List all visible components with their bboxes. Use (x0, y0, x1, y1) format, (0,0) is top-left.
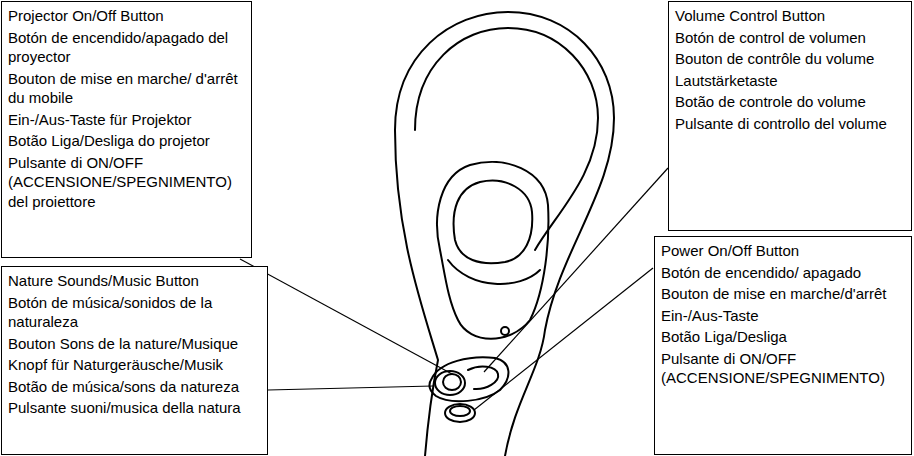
callout-text: Botón de encendido/ apagado (661, 263, 905, 283)
callout-text: Botão Liga/Desliga do projetor (8, 131, 245, 151)
callout-text: Ein-/Aus-Taste (661, 306, 905, 326)
callout-text: Volume Control Button (675, 6, 905, 26)
callout-box: Volume Control ButtonBotón de control de… (668, 1, 912, 231)
callout-text: Nature Sounds/Music Button (8, 271, 261, 291)
callout-text: Bouton de mise en marche/d'arrêt (661, 284, 905, 304)
callout-text: Botón de encendido/apagado del proyector (8, 28, 245, 67)
callout-text: Botão Liga/Desliga (661, 327, 905, 347)
callout-text: Botão de controle do volume (675, 92, 905, 112)
callout-text: Bouton Sons de la nature/Musique (8, 334, 261, 354)
callout-text: Lautstärketaste (675, 71, 905, 91)
callout-text: Botão de música/sons da natureza (8, 377, 261, 397)
callout-text: Botón de música/sonidos de la naturaleza (8, 293, 261, 332)
callout-box: Nature Sounds/Music ButtonBotón de músic… (1, 266, 268, 455)
callout-text: Projector On/Off Button (8, 6, 245, 26)
callout-text: Bouton de contrôle du volume (675, 49, 905, 69)
callout-text: Botón de control de volumen (675, 28, 905, 48)
callout-text: Power On/Off Button (661, 241, 905, 261)
callout-text: Bouton de mise en marche/ d'arrêt du mob… (8, 69, 245, 108)
callout-text: Pulsante di ON/OFF (ACCENSIONE/SPEGNIMEN… (661, 349, 905, 388)
callout-text: Pulsante di controllo del volume (675, 114, 905, 134)
callout-text: Pulsante di ON/OFF (ACCENSIONE/SPEGNIMEN… (8, 153, 245, 212)
callout-box: Power On/Off ButtonBotón de encendido/ a… (654, 236, 912, 455)
callout-text: Knopf für Naturgeräusche/Musik (8, 355, 261, 375)
callout-text: Ein-/Aus-Taste für Projektor (8, 110, 245, 130)
callout-box: Projector On/Off ButtonBotón de encendid… (1, 1, 252, 258)
callout-text: Pulsante suoni/musica della natura (8, 398, 261, 418)
